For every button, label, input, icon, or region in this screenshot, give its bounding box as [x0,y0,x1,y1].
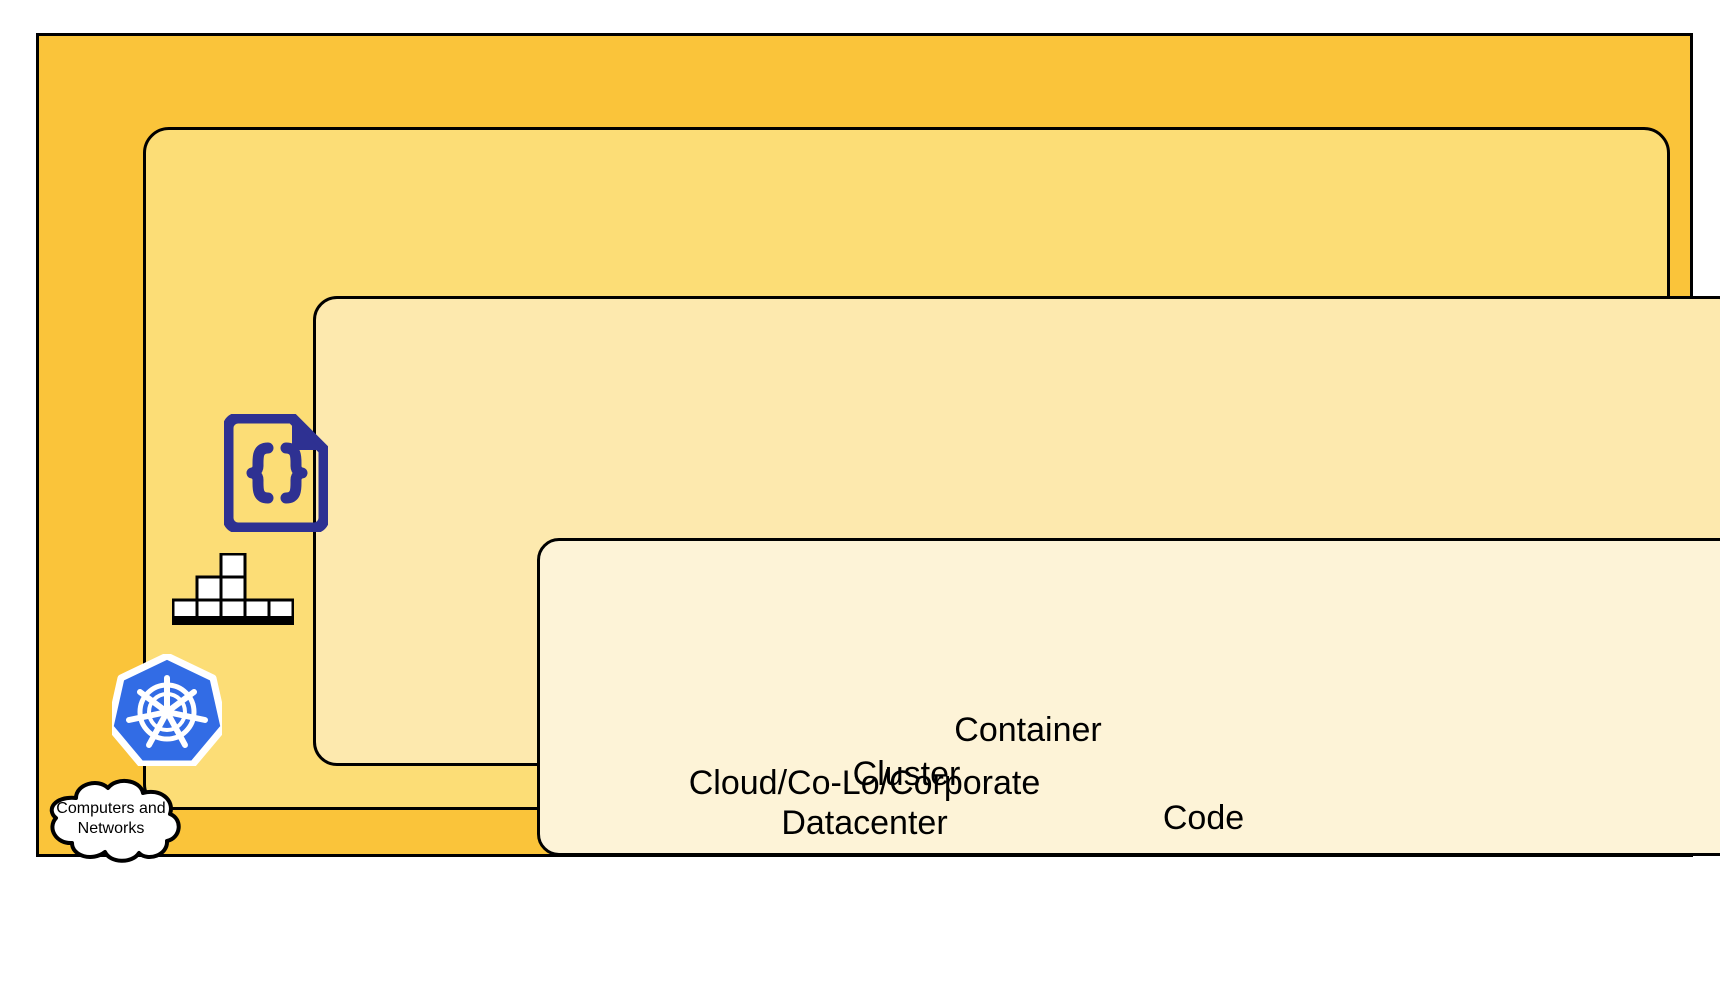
layer-label-code: Code [1162,799,1245,838]
container-boxes-icon [171,552,295,626]
layer-datacenter[interactable]: Code Container Cluster Cloud/Co-Lo/Corpo… [36,33,1720,857]
layer-container[interactable]: Code Container [313,296,1720,856]
kubernetes-helm-icon [106,652,228,768]
code-braces-document-icon [222,412,330,534]
layer-cluster[interactable]: Code Container Cluster [143,127,1720,856]
layer-code[interactable]: Code [537,538,1720,856]
computers-and-networks-cloud[interactable]: Computers and Networks [36,774,186,864]
